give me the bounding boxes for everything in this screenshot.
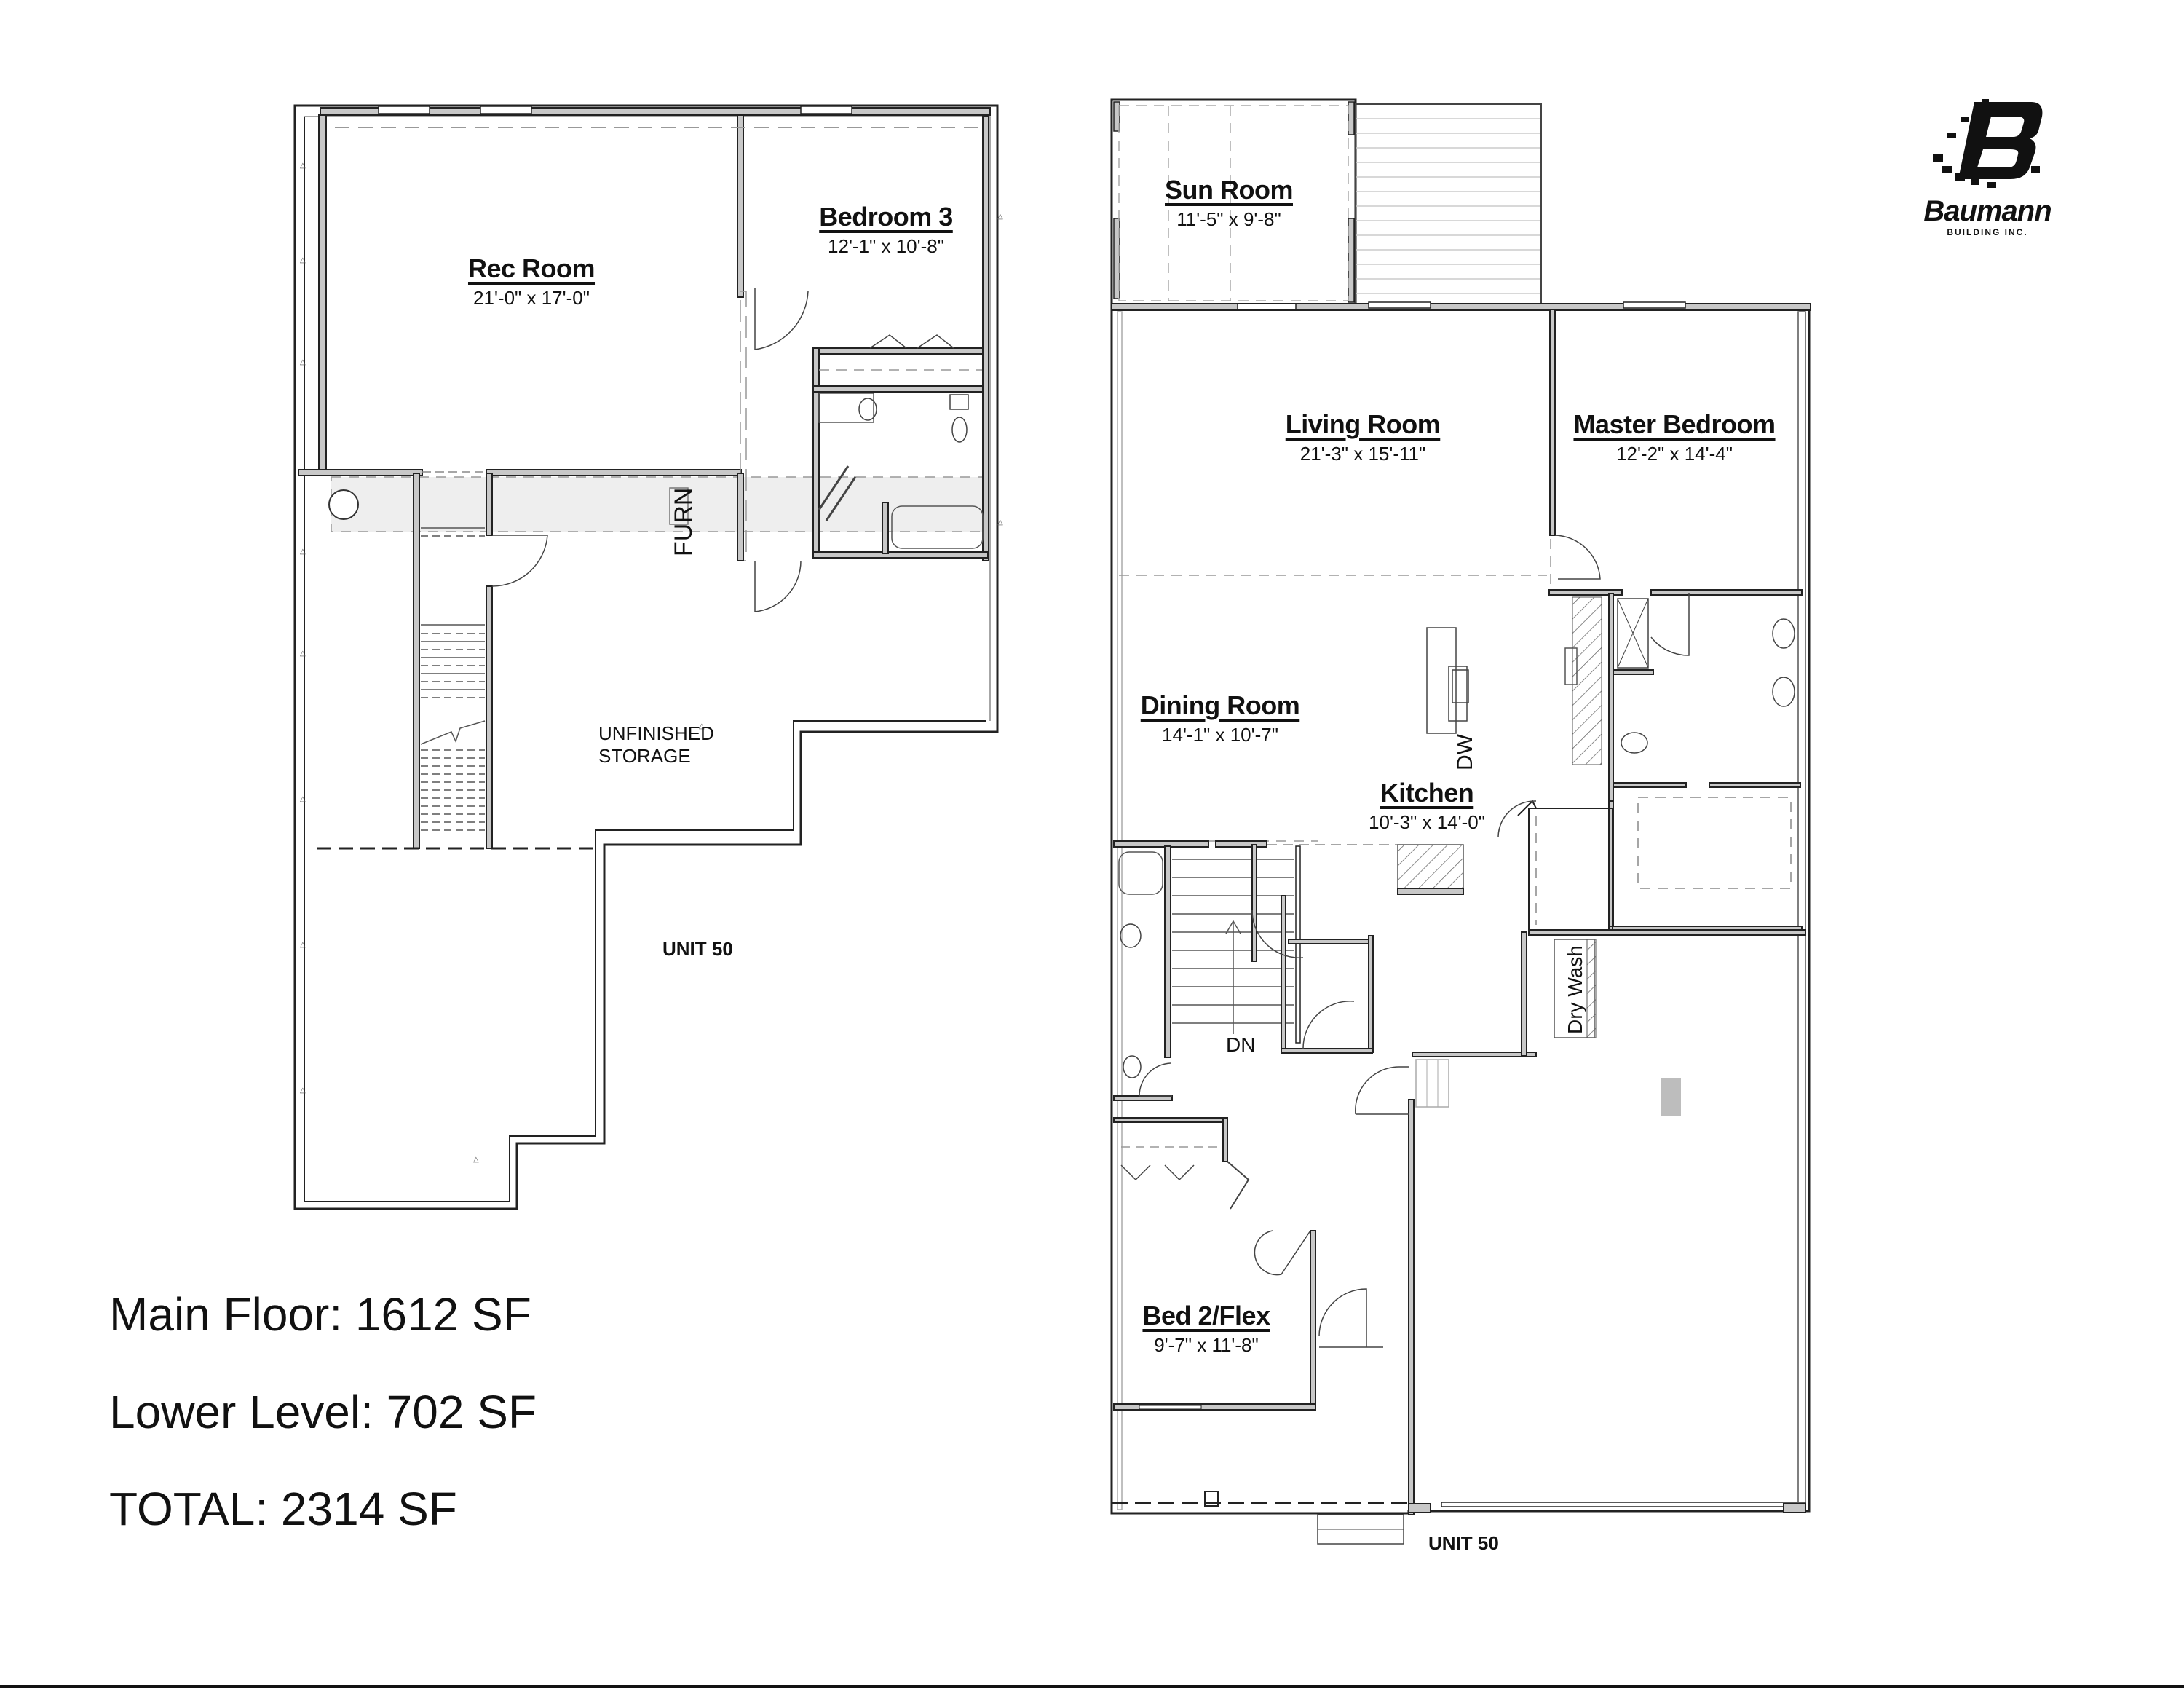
door-swing <box>754 560 802 612</box>
unfinished-storage-label: UNFINISHED STORAGE <box>598 722 714 768</box>
svg-text:△: △ <box>997 213 1003 221</box>
room-name: Rec Room <box>467 253 596 283</box>
room-dimensions: 12'-1" x 10'-8" <box>828 235 944 257</box>
svg-text:△: △ <box>300 256 306 264</box>
toilet-icon <box>951 417 968 443</box>
room-dimensions: 12'-2" x 14'-4" <box>1616 443 1733 465</box>
furnace-icon <box>669 487 689 525</box>
room-dimensions: 11'-5" x 9'-8" <box>1176 208 1281 230</box>
room-label-living-room: Living Room 21'-3" x 15'-11" <box>1286 409 1441 465</box>
svg-text:△: △ <box>300 941 306 949</box>
room-name: Bedroom 3 <box>819 202 953 232</box>
room-dimensions: 14'-1" x 10'-7" <box>1162 724 1278 746</box>
room-label-bed-2-flex: Bed 2/Flex 9'-7" x 11'-8" <box>1142 1301 1270 1357</box>
svg-text:△: △ <box>473 1156 479 1164</box>
room-label-rec-room: Rec Room 21'-0" x 17'-0" <box>467 253 596 309</box>
sink-icon <box>1772 677 1795 707</box>
room-name: Bed 2/Flex <box>1142 1301 1270 1330</box>
lower-level-sqft: Lower Level: 702 SF <box>109 1386 537 1438</box>
svg-text:△: △ <box>997 518 1003 526</box>
lower-level-plan: △ △ △ △ △ △ △ △ △ △ △ △ <box>293 104 1003 1210</box>
total-sqft: TOTAL: 2314 SF <box>109 1483 457 1535</box>
svg-text:△: △ <box>300 548 306 556</box>
storage-line-2: STORAGE <box>598 745 691 768</box>
dishwasher-label: DW <box>1453 734 1477 770</box>
furnace-label: FURN <box>670 487 697 556</box>
svg-text:△: △ <box>300 650 306 658</box>
door-swing <box>1302 1001 1355 1049</box>
bottom-rule <box>0 1685 2184 1688</box>
bathtub-icon <box>891 505 984 549</box>
room-name: Dining Room <box>1140 690 1300 720</box>
door-swing <box>491 535 548 587</box>
room-label-dining-room: Dining Room 14'-1" x 10'-7" <box>1140 690 1300 746</box>
pixelated-b-logo-icon <box>1933 99 2043 188</box>
room-label-bedroom-3: Bedroom 3 12'-1" x 10'-8" <box>819 202 953 258</box>
lower-foundation-outline <box>293 104 999 1210</box>
room-dimensions: 21'-3" x 15'-11" <box>1299 443 1426 465</box>
room-dimensions: 21'-0" x 17'-0" <box>473 287 590 309</box>
laundry-label: Dry Wash <box>1564 945 1586 1034</box>
toilet-icon <box>1120 923 1142 948</box>
svg-text:△: △ <box>300 795 306 803</box>
svg-text:△: △ <box>300 1086 306 1095</box>
kitchen-sink-icon <box>1452 669 1469 703</box>
kitchen-island <box>1426 627 1457 734</box>
brand-name: Baumann <box>1923 195 2052 227</box>
door-swing <box>1554 535 1601 580</box>
room-label-sun-room: Sun Room 11'-5" x 9'-8" <box>1165 175 1293 231</box>
door-swing <box>1497 800 1537 838</box>
lower-unit-label: UNIT 50 <box>662 938 733 960</box>
main-floor-sqft: Main Floor: 1612 SF <box>109 1288 531 1341</box>
door-swing <box>1318 1288 1367 1347</box>
door-swing <box>1355 1066 1409 1115</box>
room-name: Master Bedroom <box>1573 409 1776 439</box>
svg-text:△: △ <box>699 722 705 730</box>
lower-stairs <box>420 527 486 831</box>
bathtub-icon <box>1118 851 1163 895</box>
door-swing <box>1650 593 1690 656</box>
garage-post <box>1661 1078 1681 1116</box>
brand-subtitle: BUILDING INC. <box>1947 227 2028 237</box>
door-swing <box>1251 910 1304 958</box>
svg-text:△: △ <box>300 162 306 170</box>
door-swing <box>1139 1062 1172 1097</box>
sink-icon <box>1123 1055 1142 1078</box>
room-label-master-bedroom: Master Bedroom 12'-2" x 14'-4" <box>1573 409 1776 465</box>
svg-text:△: △ <box>300 358 306 366</box>
main-unit-label: UNIT 50 <box>1428 1532 1499 1554</box>
room-label-kitchen: Kitchen 10'-3" x 14'-0" <box>1369 778 1485 834</box>
toilet-icon <box>1621 732 1648 754</box>
room-dimensions: 10'-3" x 14'-0" <box>1369 811 1485 833</box>
shower-icon <box>1617 598 1649 669</box>
room-dimensions: 9'-7" x 11'-8" <box>1154 1334 1259 1356</box>
storage-line-1: UNFINISHED <box>598 722 714 744</box>
door-swing <box>754 288 809 350</box>
main-stairs <box>1172 859 1294 1034</box>
deck <box>1355 103 1542 305</box>
sink-icon <box>1772 618 1795 649</box>
room-name: Living Room <box>1285 409 1441 439</box>
room-name: Sun Room <box>1165 175 1293 205</box>
water-heater-icon <box>328 489 359 520</box>
stairs-down-label: DN <box>1226 1033 1256 1056</box>
sink-icon <box>858 398 877 421</box>
main-floor-plan <box>1110 98 1811 1545</box>
room-name: Kitchen <box>1380 778 1474 808</box>
